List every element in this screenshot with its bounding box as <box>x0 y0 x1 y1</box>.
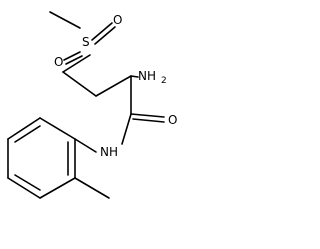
bond-nitrogen-aryl <box>74 138 97 153</box>
sulfonyl-oxygen-2-label: O <box>54 55 63 69</box>
bond-carbonyl-nitrogen <box>121 113 132 145</box>
bond-sulfur-oxygen-2b <box>65 55 83 65</box>
carbonyl-oxygen-label: O <box>168 113 177 127</box>
bond-sulfur-oxygen-2a <box>63 51 81 61</box>
ring-bond-2 <box>7 117 41 140</box>
bond-alpha-carbon-amine <box>130 75 139 78</box>
bond-methyl-sulfur <box>49 11 81 29</box>
bond-sulfur-oxygen-1b <box>94 26 116 45</box>
sulfur-label: S <box>82 35 90 49</box>
bond-ch2-alpha-carbon <box>95 75 132 97</box>
ring-double-2 <box>14 174 41 191</box>
amine-label: NH <box>138 69 156 83</box>
bond-ring-methyl <box>74 177 110 199</box>
bond-sulfur-ch2 <box>62 54 91 73</box>
structure-canvas: S O O NH 2 O NH <box>7 11 177 199</box>
ring-bond-5 <box>39 177 76 199</box>
molecule-diagram: S O O NH 2 O NH <box>7 11 177 199</box>
amide-nitrogen-label: NH <box>100 145 118 159</box>
ring-double-1 <box>14 125 41 143</box>
ring-bond-1 <box>39 117 76 140</box>
amine-subscript: 2 <box>161 76 167 86</box>
benzene-ring <box>7 117 76 199</box>
bond-sulfur-oxygen-1a <box>91 22 113 41</box>
bond-ch2-ch2 <box>62 71 97 97</box>
bond-carbonyl-oxygen-a <box>130 113 165 118</box>
sulfonyl-oxygen-1-label: O <box>113 13 122 27</box>
ring-bond-4 <box>7 177 41 199</box>
bond-carbonyl-oxygen-b <box>132 118 165 123</box>
